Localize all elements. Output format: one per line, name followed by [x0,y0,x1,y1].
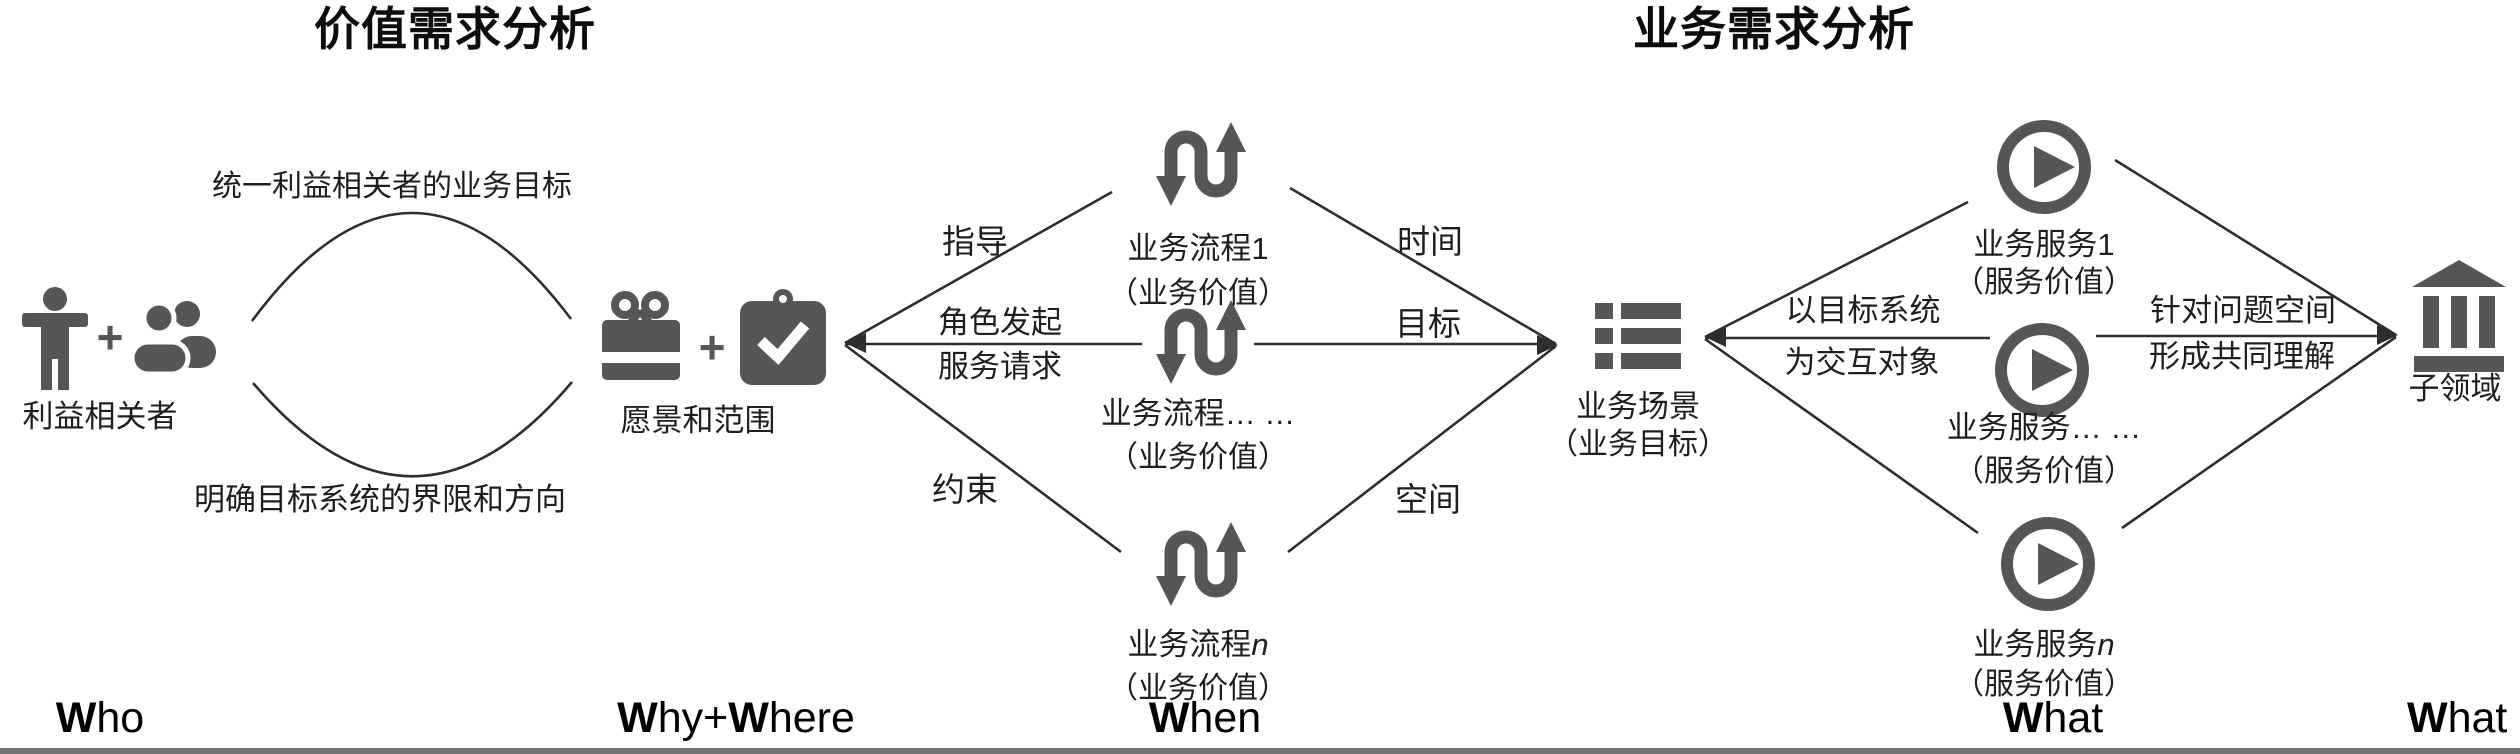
scenario-value: （业务目标） [1548,428,1728,461]
swap-arrows-icon [1150,118,1246,212]
when-fan-role-label-line1: 角色发起 [938,305,1062,340]
plus-sign: + [96,311,124,363]
person-icon [22,286,88,390]
service-suffix: n [2097,627,2115,662]
process-name-text: 业务流程 [1127,627,1252,662]
lens-bottom-arc [252,381,573,478]
w-label-when: When [1148,694,1262,742]
stakeholders-label: 利益相关者 [22,399,178,434]
when-fan-role-label-line2: 服务请求 [938,349,1062,384]
when-fan-guide-label: 指导 [942,223,1008,260]
w-label-why-where: Why+Where [617,694,855,742]
list-rows-icon [1595,303,1681,369]
w-label-what-services: What [2002,694,2104,742]
play-circle-icon [1994,322,2090,418]
service-suffix: 1 [2097,227,2115,262]
plus-sign: + [698,321,726,373]
swap-arrows-icon [1150,296,1246,390]
process-2-name: 业务流程… … [1078,396,1318,432]
service-suffix: … … [2070,410,2142,445]
w-label-who: Who [55,694,145,742]
what-fan-right-line1: 针对问题空间 [2150,293,2336,328]
what-fan-left-line2: 为交互对象 [1784,345,1940,380]
process-name-text: 业务流程 [1100,396,1225,431]
clipboard-check-icon [737,288,829,387]
process-n-name: 业务流程n [1078,627,1318,663]
lens-bottom-text: 明确目标系统的界限和方向 [194,482,566,517]
service-2-value: （服务价值） [1954,455,2134,488]
process-1-name: 业务流程1 [1078,231,1318,267]
arrowhead-right-1 [1537,335,1558,355]
bank-icon [2411,260,2507,372]
people-icon [126,298,216,374]
business-analysis-title: 业务需求分析 [1633,3,1915,55]
when-fan-constraint-label: 约束 [932,471,998,508]
service-1-value: （服务价值） [1954,266,2134,299]
what-fan-right-line2: 形成共同理解 [2149,339,2335,374]
when-fan-time-label: 时间 [1397,223,1463,260]
play-circle-icon [1996,119,2092,215]
what-fan-left-line1: 以目标系统 [1785,293,1941,328]
subdomain-label: 子领域 [2408,371,2502,406]
w-label-what-subdomain: What [2407,694,2508,742]
service-name-text: 业务服务 [1946,410,2071,445]
process-suffix: … … [1224,396,1296,431]
play-circle-icon [2000,516,2096,612]
service-1-name: 业务服务1 [1924,227,2164,263]
lens-top-arc [250,211,573,322]
vision-scope-label: 愿景和范围 [620,403,776,438]
process-n-value: （业务价值） [1108,672,1288,705]
process-2-value: （业务价值） [1108,441,1288,474]
service-2-name: 业务服务… … [1924,410,2164,446]
bottom-border-line [0,748,2520,754]
arrowhead-left-1 [845,333,866,353]
service-n-value: （服务价值） [1954,668,2134,701]
when-fan-goal-label: 目标 [1395,305,1461,342]
service-n-name: 业务服务n [1924,627,2164,663]
arrowhead-right-2 [2377,325,2398,345]
lens-top-text: 统一利益相关者的业务目标 [212,170,572,203]
process-name-text: 业务流程 [1127,231,1252,266]
scenario-name: 业务场景 [1576,389,1700,424]
arrowhead-left-2 [1705,327,1726,347]
swap-arrows-icon [1150,518,1246,612]
process-suffix: n [1251,627,1269,662]
gift-icon [593,290,689,380]
service-name-text: 业务服务 [1973,227,2098,262]
when-fan-space-label: 空间 [1395,481,1461,518]
value-analysis-title: 价值需求分析 [314,3,596,55]
service-name-text: 业务服务 [1973,627,2098,662]
process-suffix: 1 [1251,231,1269,266]
process-1-value: （业务价值） [1108,277,1288,310]
